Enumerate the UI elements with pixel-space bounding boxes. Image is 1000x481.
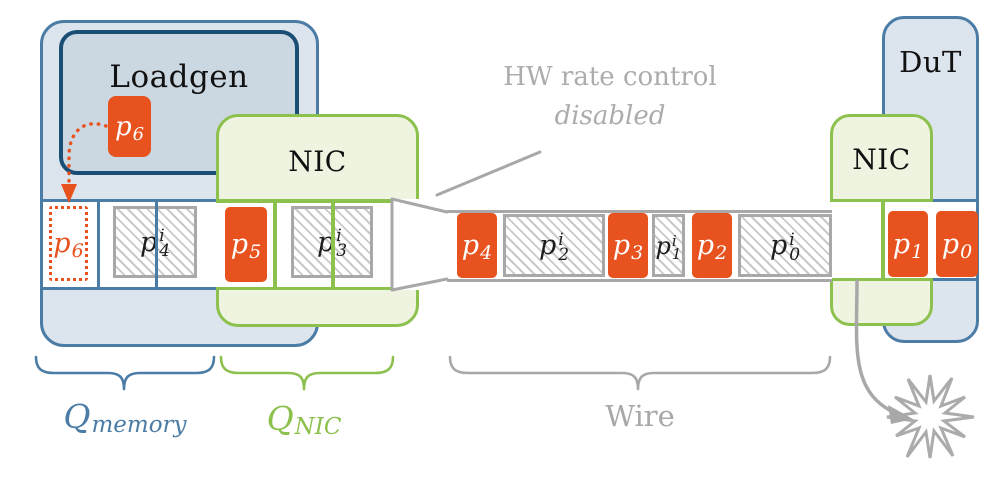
packet-index: 0 bbox=[960, 240, 973, 263]
explosion-icon bbox=[886, 374, 975, 459]
q-nic-base: Q bbox=[266, 399, 294, 438]
wire-label: Wire bbox=[605, 399, 675, 433]
packet-sup: i bbox=[789, 229, 795, 250]
packet-label: p bbox=[316, 226, 335, 258]
packet-label: p bbox=[612, 230, 631, 261]
nic-left-slot-divider bbox=[273, 202, 277, 287]
nic-left-row-top-border bbox=[216, 199, 392, 203]
packet-index: 0 bbox=[789, 244, 801, 265]
packet-label: p bbox=[892, 228, 911, 260]
q-nic-brace bbox=[219, 355, 395, 391]
dut-title: DuT bbox=[899, 45, 962, 79]
q-memory-brace bbox=[34, 355, 216, 391]
packet-index: 3 bbox=[631, 242, 644, 264]
packet-index: 2 bbox=[715, 242, 728, 264]
packet-sup: i bbox=[558, 229, 564, 250]
packet-index: 6 bbox=[71, 240, 84, 262]
packet-index: 6 bbox=[132, 123, 145, 145]
packet-index: 3 bbox=[336, 241, 348, 261]
packet-index: 4 bbox=[480, 242, 493, 264]
packet-label: p bbox=[769, 230, 788, 261]
packet-drop-arrowhead bbox=[888, 405, 913, 424]
annotation-pointer-line bbox=[435, 150, 542, 197]
packet-index: 1 bbox=[911, 240, 924, 263]
q-memory-label: Q memory bbox=[40, 397, 210, 437]
hw-rate-control-line1: HW rate control bbox=[503, 62, 717, 92]
packet-label: p bbox=[655, 231, 671, 260]
loadgen-title: Loadgen bbox=[109, 59, 249, 95]
packet-index: 4 bbox=[159, 241, 171, 261]
q-memory-base: Q bbox=[63, 397, 91, 436]
packet-sup: i bbox=[671, 231, 677, 250]
packet-label: p bbox=[461, 230, 480, 261]
packet-sup: i bbox=[336, 226, 342, 246]
packet-label: p bbox=[941, 228, 960, 260]
nic-right-slot-divider bbox=[881, 202, 885, 278]
hw-rate-control-line2: disabled bbox=[554, 101, 666, 131]
nic-right-title: NIC bbox=[852, 143, 911, 176]
q-memory-sub: memory bbox=[91, 412, 187, 438]
packet-sup: i bbox=[159, 226, 165, 246]
nic-left-row-bottom-border bbox=[216, 286, 392, 290]
hw-rate-control-note: HW rate control disabled bbox=[460, 64, 760, 129]
memory-queue-slot-divider bbox=[97, 202, 100, 287]
memory-queue-slot-divider bbox=[155, 202, 158, 287]
wire-brace bbox=[448, 355, 832, 391]
packet-index: 1 bbox=[671, 244, 682, 263]
nic-left-slot-divider bbox=[331, 202, 335, 287]
packet-label: p bbox=[538, 230, 557, 261]
q-nic-sub: NIC bbox=[294, 414, 342, 440]
nic-left-title: NIC bbox=[288, 145, 347, 178]
packet-label: p bbox=[114, 111, 132, 142]
packet-index: 5 bbox=[249, 241, 262, 263]
packet-label: p bbox=[139, 226, 158, 258]
packet-index: 2 bbox=[558, 244, 570, 265]
packet-label: p bbox=[230, 229, 249, 260]
q-nic-label: Q NIC bbox=[229, 399, 379, 439]
packet-label: p bbox=[53, 228, 71, 259]
packet-label: p bbox=[696, 230, 715, 261]
